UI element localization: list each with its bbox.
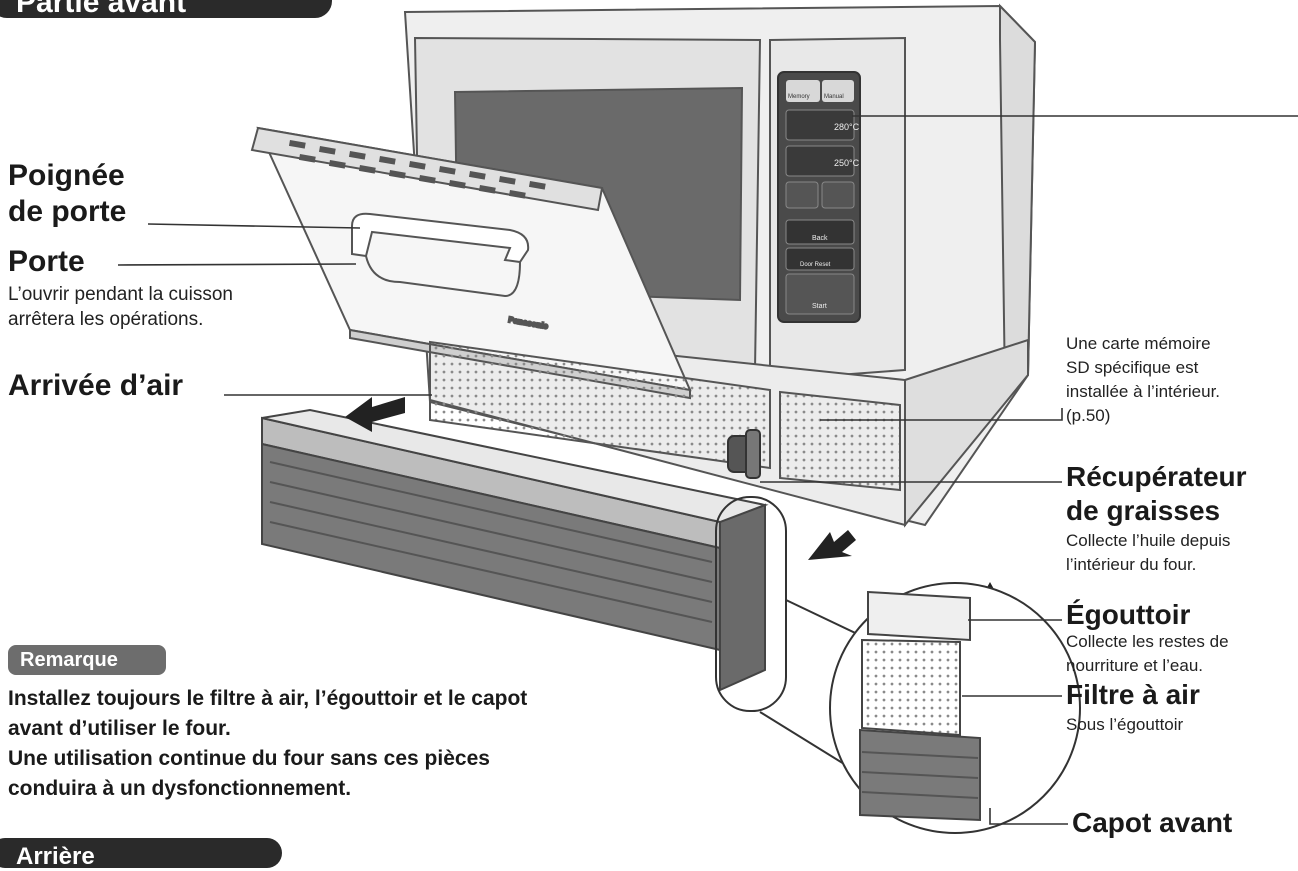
zoomed-parts — [859, 590, 981, 822]
panel-door-reset-label: Door Reset — [800, 262, 831, 268]
control-panel: 280°C 250°C Memory Manual Back Door Rese… — [777, 71, 861, 323]
oven-illustration: 280°C 250°C Memory Manual Back Door Rese… — [117, 3, 1298, 834]
label-door-desc: L’ouvrir pendant la cuisson arrêtera les… — [8, 284, 233, 330]
panel-manual-label: Manual — [824, 94, 844, 100]
label-air-intake: Arrivée d’air — [8, 369, 184, 402]
label-drip-tray-desc: Collecte les restes de nourriture et l’e… — [1066, 632, 1229, 675]
label-front-cover-title: Capot avant — [1072, 807, 1233, 838]
panel-back-label: Back — [812, 235, 828, 242]
arrow-down-left-icon — [808, 530, 856, 560]
label-grease-title: Récupérateur de graisses — [1066, 461, 1247, 526]
label-door: Porte — [8, 245, 85, 278]
label-air-filter-title: Filtre à air — [1066, 679, 1200, 710]
grease-collector — [727, 429, 761, 479]
panel-memory-label: Memory — [788, 94, 810, 100]
label-door-handle: Poignée de porte — [8, 159, 127, 228]
leader-door — [117, 263, 357, 266]
leader-lines — [117, 115, 1298, 825]
air-intake-grille — [429, 340, 901, 492]
note-badge: Remarque — [8, 645, 166, 675]
label-drip-tray-title: Égouttoir — [1066, 599, 1191, 630]
panel-start-label: Start — [812, 303, 827, 310]
note-text: Installez toujours le filtre à air, l’ég… — [8, 687, 528, 800]
panel-temp2: 250°C — [834, 158, 860, 168]
front-cover-removed — [261, 408, 769, 692]
arrow-left-icon — [345, 397, 405, 432]
next-section-title: Arrière — [16, 843, 95, 870]
label-air-filter-desc: Sous l’égouttoir — [1066, 715, 1184, 734]
section-title-pill: Partie avant — [0, 0, 332, 19]
leader-door-handle — [147, 223, 361, 229]
next-section-pill: Arrière — [0, 838, 282, 870]
label-grease-desc: Collecte l’huile depuis l’intérieur du f… — [1066, 531, 1231, 574]
section-title: Partie avant — [16, 0, 187, 19]
leader-front-cover — [989, 808, 1068, 825]
label-sd-card-desc: Une carte mémoire SD spécifique est inst… — [1066, 334, 1221, 425]
panel-temp1: 280°C — [834, 122, 860, 132]
leader-sd-card — [820, 408, 1063, 421]
